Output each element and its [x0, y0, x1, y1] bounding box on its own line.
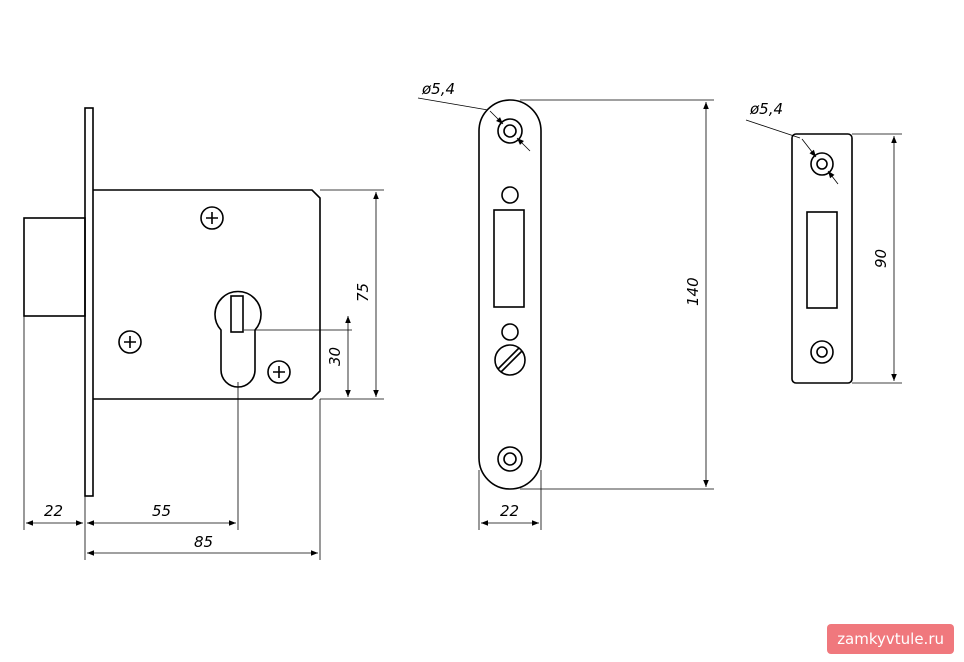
strike-top-hole [810, 152, 834, 176]
screw-left [118, 330, 142, 354]
faceplate-small-hole-1 [501, 186, 519, 204]
faceplate-screw [494, 344, 526, 376]
faceplate-small-hole-2 [501, 323, 519, 341]
cylinder-keyhole [214, 290, 262, 388]
strike-plate-outline [791, 133, 853, 384]
dim-backset: 55 [152, 502, 171, 520]
cylinder-slot [230, 295, 244, 333]
bolt [23, 217, 86, 317]
dimension-lines-right [745, 119, 902, 384]
dim-faceplate-length: 140 [684, 277, 702, 306]
faceplate-outline [478, 99, 542, 490]
lock-case [93, 189, 321, 400]
lock-body-view [23, 107, 352, 497]
dim-strike-length: 90 [872, 249, 890, 268]
dimension-lines-middle [417, 97, 714, 530]
screw-right [267, 360, 291, 384]
strike-bolt-window [806, 211, 838, 309]
site-watermark[interactable]: zamkyvtule.ru [827, 624, 954, 654]
faceplate-side [84, 107, 94, 497]
dim-bolt-projection: 22 [44, 502, 63, 520]
dim-faceplate-width: 22 [500, 502, 519, 520]
dim-body-depth: 85 [194, 533, 213, 551]
faceplate-top-hole [497, 118, 523, 144]
faceplate-bolt-window [493, 209, 525, 308]
dim-faceplate-hole: ø5,4 [421, 80, 455, 98]
faceplate-bottom-hole [497, 446, 523, 472]
dim-body-height: 75 [354, 283, 372, 302]
dim-strike-hole: ø5,4 [749, 100, 783, 118]
strike-plate-view [791, 133, 853, 384]
dim-cylinder-center: 30 [326, 347, 344, 366]
dimension-lines-left [23, 189, 384, 560]
screw-top [200, 206, 224, 230]
faceplate-front-view [478, 99, 542, 490]
strike-bottom-hole [810, 340, 834, 364]
